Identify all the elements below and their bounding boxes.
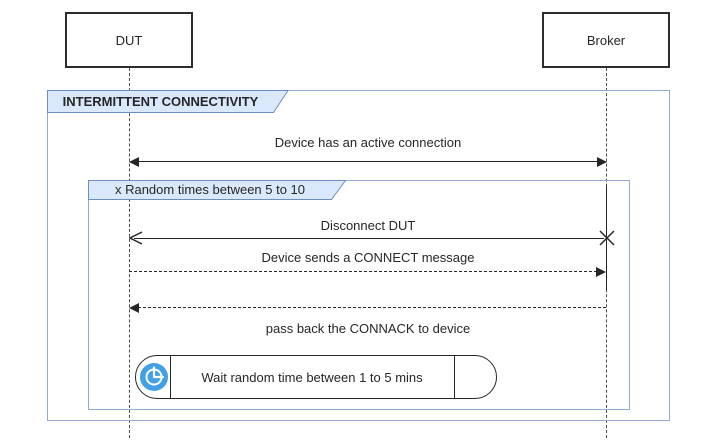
msg-disconnect-label: Disconnect DUT — [320, 218, 416, 233]
arrowhead-left-icon — [129, 303, 139, 313]
msg-connect-line — [129, 271, 597, 272]
actor-label-broker: Broker — [586, 32, 626, 48]
actor-label-dut: DUT — [115, 32, 143, 48]
actor-box-dut: DUT — [65, 12, 193, 68]
arrowhead-left-icon — [129, 157, 139, 167]
loop-title: x Random times between 5 to 10 — [114, 182, 306, 197]
delay-separator-left — [170, 356, 171, 398]
wait-label: Wait random time between 1 to 5 mins — [201, 369, 423, 385]
frame-tab-shape — [47, 90, 289, 113]
delay-separator-right — [454, 356, 455, 398]
loop-tab — [88, 180, 347, 200]
arrowhead-right-icon — [596, 267, 606, 277]
msg-disconnect-line — [134, 238, 604, 239]
lifeline-dut — [129, 68, 130, 438]
loop-tab-shape — [88, 180, 347, 200]
open-arrowhead-left-icon — [129, 231, 143, 245]
msg-connect-label: Device sends a CONNECT message — [261, 250, 475, 265]
arrowhead-right-icon — [597, 157, 607, 167]
msg-connack-label: pass back the CONNACK to device — [265, 321, 471, 336]
frame-tab — [47, 90, 289, 113]
msg-connack-line — [138, 307, 606, 308]
clock-icon — [140, 363, 168, 391]
frame-intermittent-connectivity — [47, 90, 670, 421]
msg-active-connection-line — [138, 161, 598, 162]
actor-box-broker: Broker — [542, 12, 670, 68]
wait-delay-shape — [135, 355, 497, 399]
frame-title: INTERMITTENT CONNECTIVITY — [62, 93, 259, 109]
msg-active-connection-label: Device has an active connection — [274, 135, 462, 150]
x-cross-icon — [599, 230, 615, 246]
loop-frame — [88, 180, 630, 410]
